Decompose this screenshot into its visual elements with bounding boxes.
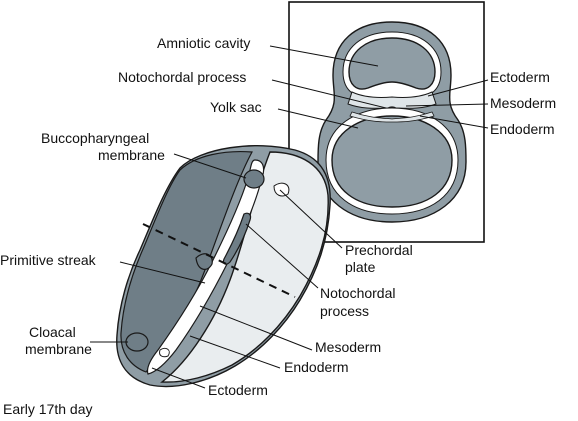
caption: Early 17th day <box>3 401 93 417</box>
prechordal-notch <box>273 182 290 197</box>
cloacal-membrane-mark <box>125 332 149 352</box>
leader-buccopharyngeal <box>173 153 247 179</box>
label-primitive-streak: Primitive streak <box>0 252 97 268</box>
label-endoderm-main: Endoderm <box>284 359 349 375</box>
label-notochordal-line1: Notochordal <box>320 285 396 301</box>
label-prechordal-line2: plate <box>345 259 376 275</box>
label-cloacal-line2: membrane <box>25 341 92 357</box>
leader-notochordal-main <box>245 223 319 289</box>
embryonic-disc-main <box>116 145 331 388</box>
leader-ectoderm-inset <box>427 79 489 97</box>
inset-amniotic-cavity <box>348 37 436 90</box>
label-cloacal-line1: Cloacal <box>29 324 76 340</box>
label-notochordal-line2: process <box>320 303 369 319</box>
buccopharyngeal-membrane-mark <box>243 169 265 189</box>
label-mesoderm-main: Mesoderm <box>315 339 381 355</box>
leader-notochordal-inset <box>271 79 387 109</box>
leader-mesoderm-main <box>199 305 313 351</box>
cross-section-inset <box>288 1 485 243</box>
label-amniotic-cavity: Amniotic cavity <box>157 35 250 51</box>
leader-primitive-streak <box>119 261 206 284</box>
label-prechordal-line1: Prechordal <box>345 242 413 258</box>
primitive-node-mark <box>195 253 213 270</box>
leader-prechordal <box>279 189 343 249</box>
caudal-notch <box>159 347 170 358</box>
label-ectoderm-main: Ectoderm <box>208 382 268 398</box>
leader-amniotic-cavity <box>269 45 379 67</box>
label-mesoderm-inset: Mesoderm <box>490 95 556 111</box>
label-buccopharyngeal-line1: Buccopharyngeal <box>41 130 149 146</box>
leader-ectoderm-main <box>151 367 206 389</box>
leader-endoderm-main <box>189 335 281 369</box>
leader-mesoderm-inset <box>405 103 489 107</box>
labels: Amniotic cavity Notochordal process Yolk… <box>0 35 556 417</box>
label-yolk-sac: Yolk sac <box>210 99 262 115</box>
section-plane-line <box>142 223 296 298</box>
leader-yolk-sac <box>277 108 359 129</box>
disc-cut-surface <box>160 151 329 383</box>
label-ectoderm-inset: Ectoderm <box>490 69 550 85</box>
inset-endoderm-layer <box>349 111 435 123</box>
label-endoderm-inset: Endoderm <box>490 121 555 137</box>
label-notochordal-process-inset: Notochordal process <box>118 69 246 85</box>
leader-endoderm-inset <box>419 115 489 129</box>
label-buccopharyngeal-line2: membrane <box>98 147 165 163</box>
disc-notochordal-tube <box>222 212 252 265</box>
leader-lines <box>90 45 489 389</box>
inset-yolk-sac <box>331 115 453 208</box>
